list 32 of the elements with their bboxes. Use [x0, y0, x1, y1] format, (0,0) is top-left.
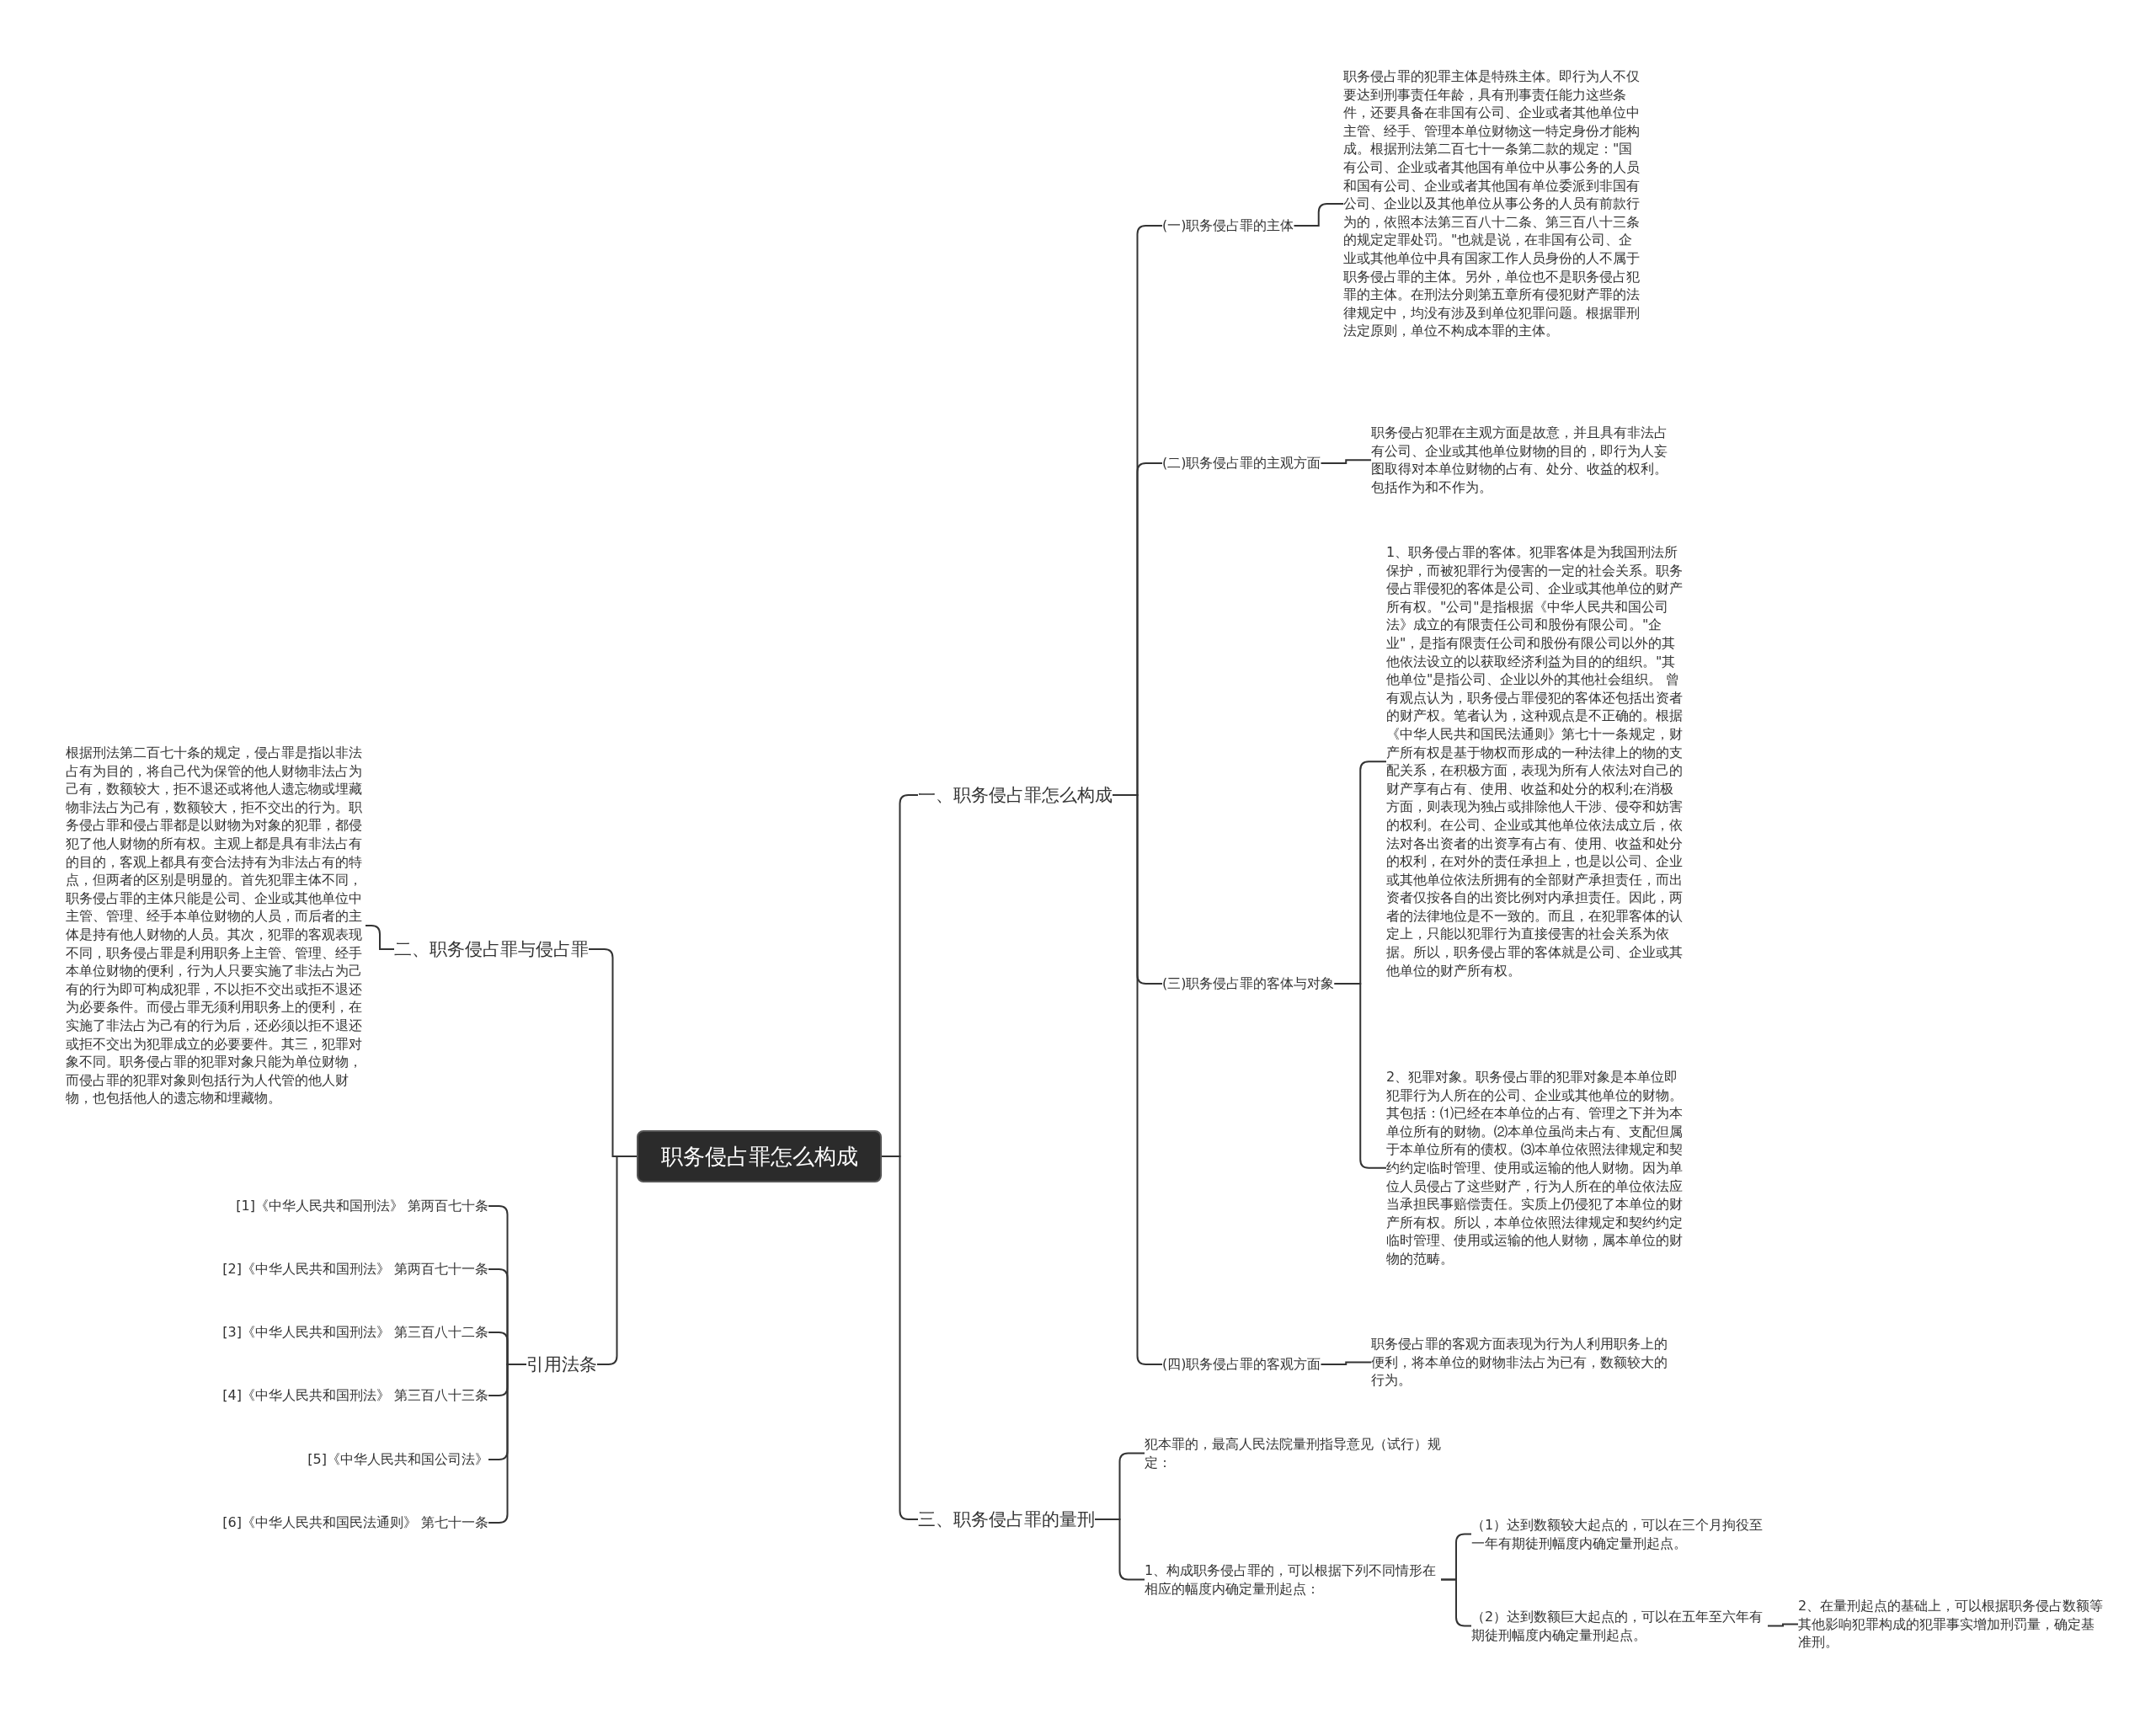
note-text: 2、犯罪对象。职务侵占罪的犯罪对象是本单位即犯罪行为人所在的公司、企业或其他单位的财物。其包括：⑴已经在本单位的占有、管理之下并为本单位所有的财物。⑵本单位虽尚未占有、支配但属于本单位所有的债权。⑶本单位依照法律规定和契约约定临时管理、使用或运输的他人财物。因为单位人员侵占了这些财产，行为人所在的单位依法应当承担民事赔偿责任。实质上仍侵犯了本单位的财产所有权。所以，本单位依照法律规定和契约约定临时管理、使用或运输的他人财物，属本单位的财物的范畴。 [1386, 1068, 1683, 1268]
branch-topic: 引用法条 [526, 1353, 597, 1376]
connector-line [1293, 202, 1344, 227]
subtopic-label: [1]《中华人民共和国刑法》 第两百七十条 [236, 1197, 488, 1215]
subtopic-label: [5]《中华人民共和国公司法》 [307, 1450, 488, 1469]
note-text: （2）达到数额巨大起点的，可以在五年至六年有期徒刑幅度内确定量刑起点。 [1471, 1608, 1768, 1645]
note-text: 2、在量刑起点的基础上，可以根据职务侵占数额等其他影响犯罪构成的犯罪事实增加刑罚量，确定基准刑。 [1798, 1597, 2105, 1652]
subtopic-label: (三)职务侵占罪的客体与对象 [1162, 974, 1335, 993]
branch-topic: 一、职务侵占罪怎么构成 [918, 783, 1113, 807]
branch-topic: 二、职务侵占罪与侵占罪 [394, 937, 589, 961]
note-text: 犯本罪的，最高人民法院量刑指导意见（试行）规定： [1145, 1435, 1441, 1472]
subtopic-label: [3]《中华人民共和国刑法》 第三百八十二条 [222, 1323, 488, 1342]
subtopic-label: (四)职务侵占罪的客观方面 [1162, 1355, 1321, 1374]
connector-line [1320, 1361, 1372, 1365]
note-text: 职务侵占罪的客观方面表现为行为人利用职务上的便利，将本单位的财物非法占为已有，数额较大的行为。 [1371, 1335, 1668, 1390]
note-text: 1、职务侵占罪的客体。犯罪客体是为我国刑法所保护，而被犯罪行为侵害的一定的社会关系。职务侵占罪侵犯的客体是公司、企业或其他单位的财产所有权。"公司"是指根据《中华人民共和国公司法》成立的有限责任公司和股份有限公司。"企业"，是指有限责任公司和股份有限公司以外的其他依法设立的以获取经济利益为目的的组织。"其他单位"是指公司、企业以外的其他社会组织。 曾有观点认为，职务侵占罪侵犯的客体还包括出资者的财产权。笔者认为，这种观点是不正确的。根据《中华人民共和国民法通则》第七十一条规定，财产所有权是基于物权而形成的一种法律上的物的支配关系，在积极方面，表现为所有人依法对自己的财产享有占有、使用、收益和处分的权利;在消极方面，则表现为独占或排除他人干涉、侵夺和妨害的权利。在公司、企业或其他单位依法成立后，依法对各出资者的出资享有占有、使用、收益和处分的权利，在对外的责任承担上，也是以公司、企业或其他单位依法所拥有的全部财产承担责任，而出资者仅按各自的出资比例对内承担责任。因此，两者的法律地位是不一致的。而且，在犯罪客体的认定上，只能以犯罪行为直接侵害的社会关系为依据。所以，职务侵占罪的客体就是公司、企业或其他单位的财产所有权。 [1386, 543, 1683, 980]
subtopic-label: (二)职务侵占罪的主观方面 [1162, 454, 1321, 472]
subtopic-label: [6]《中华人民共和国民法通则》 第七十一条 [222, 1513, 488, 1532]
connector-line [365, 924, 395, 950]
subtopic-label: [2]《中华人民共和国刑法》 第两百七十一条 [222, 1260, 488, 1278]
note-text: 职务侵占罪的犯罪主体是特殊主体。即行为人不仅要达到刑事责任年龄，具有刑事责任能力这些条件，还要具备在非国有公司、企业或者其他单位中主管、经手、管理本单位财物这一特定身份才能构成。根据刑法第二百七十一条第二款的规定："国有公司、企业或者其他国有单位中从事公务的人员和国有公司、企业或者其他国有单位委派到非国有公司、企业以及其他单位从事公务的人员有前款行为的，依照本法第三百八十二条、第三百八十三条的规定定罪处罚。"也就是说，在非国有公司、企业或其他单位中具有国家工作人员身份的人不属于职务侵占罪的主体。另外，单位也不是职务侵占犯罪的主体。在刑法分则第五章所有侵犯财产罪的法律规定中，均没有涉及到单位犯罪问题。根据罪刑法定原则，单位不构成本罪的主体。 [1343, 67, 1640, 340]
note-text: 职务侵占犯罪在主观方面是故意，并且具有非法占有公司、企业或其他单位财物的目的，即行为人妄图取得对本单位财物的占有、处分、收益的权利。包括作为和不作为。 [1371, 424, 1668, 497]
central-topic: 职务侵占罪怎么构成 [637, 1130, 882, 1182]
connector-line [596, 1156, 638, 1365]
note-text: （1）达到数额较大起点的，可以在三个月拘役至一年有期徒刑幅度内确定量刑起点。 [1471, 1516, 1768, 1553]
connector-line [1767, 1623, 1799, 1627]
subtopic-label: [4]《中华人民共和国刑法》 第三百八十三条 [222, 1386, 488, 1405]
branch-topic: 三、职务侵占罪的量刑 [918, 1508, 1095, 1531]
subtopic-label: (一)职务侵占罪的主体 [1162, 216, 1294, 235]
connector-line [1320, 459, 1372, 464]
note-text: 1、构成职务侵占罪的，可以根据下列不同情形在相应的幅度内确定量刑起点： [1145, 1561, 1441, 1599]
note-text: 根据刑法第二百七十条的规定，侵占罪是指以非法占有为目的，将自己代为保管的他人财物非法占为己有，数额较大，拒不退还或将他人遗忘物或埋藏物非法占为己有，数额较大，拒不交出的行为。职务侵占罪和侵占罪都是以财物为对象的犯罪，都侵犯了他人财物的所有权。主观上都是具有非法占有的目的，客观上都具有变合法持有为非法占有的特点，但两者的区别是明显的。首先犯罪主体不同，职务侵占罪的主体只能是公司、企业或其他单位中主管、管理、经手本单位财物的人员，而后者的主体是持有他人财物的人员。其次，犯罪的客观表现不同，职务侵占罪是利用职务上主管、管理、经手本单位财物的便利，行为人只要实施了非法占为己有的行为即可构成犯罪，不以拒不交出或拒不退还为必要条件。而侵占罪无须利用职务上的便利，在实施了非法占为己有的行为后，还必须以拒不退还或拒不交出为犯罪成立的必要要件。其三，犯罪对象不同。职务侵占罪的犯罪对象只能为单位财物，而侵占罪的犯罪对象则包括行为人代管的他人财物，也包括他人的遗忘物和埋藏物。 [66, 744, 366, 1108]
